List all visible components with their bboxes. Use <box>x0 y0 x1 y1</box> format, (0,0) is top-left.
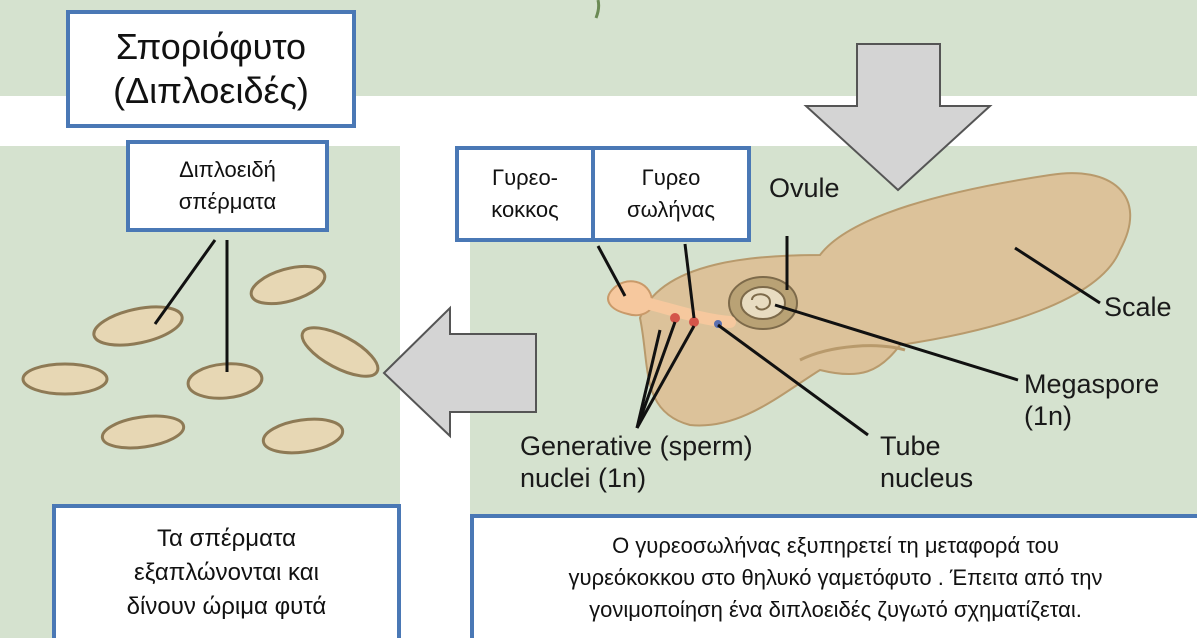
scale-label: Scale <box>1104 291 1172 323</box>
pollen-grain-box: Γυρεο- κοκκος <box>455 146 595 242</box>
diploid-seeds-text: Διπλοειδή σπέρματα <box>179 154 277 218</box>
tube-nucleus-label: Tube nucleus <box>880 430 973 494</box>
ovule-label: Ovule <box>769 172 840 204</box>
seed <box>23 364 107 394</box>
sporophyte-box: Σποριόφυτο (Διπλοειδές) <box>66 10 356 128</box>
megaspore-label: Megaspore (1n) <box>1024 368 1159 432</box>
generative-nuclei-label: Generative (sperm) nuclei (1n) <box>520 430 753 494</box>
caption-box: Ο γυρεοσωλήνας εξυπηρετεί τη μεταφορά το… <box>470 514 1197 638</box>
pollen-tube-box: Γυρεο σωλήνας <box>591 146 751 242</box>
ovule-inner <box>741 287 785 319</box>
sperm-nucleus <box>689 317 699 327</box>
pollen-grain-text: Γυρεο- κοκκος <box>491 162 559 226</box>
caption-text: Ο γυρεοσωλήνας εξυπηρετεί τη μεταφορά το… <box>569 530 1103 626</box>
seeds-spread-box: Τα σπέρματα εξαπλώνονται και δίνουν ώριμ… <box>52 504 401 638</box>
sperm-nucleus <box>670 313 680 323</box>
pollen-tube-text: Γυρεο σωλήνας <box>627 162 715 226</box>
seeds-spread-text: Τα σπέρματα εξαπλώνονται και δίνουν ώριμ… <box>127 522 327 624</box>
sporophyte-text: Σποριόφυτο (Διπλοειδές) <box>113 25 309 113</box>
diploid-seeds-box: Διπλοειδή σπέρματα <box>126 140 329 232</box>
